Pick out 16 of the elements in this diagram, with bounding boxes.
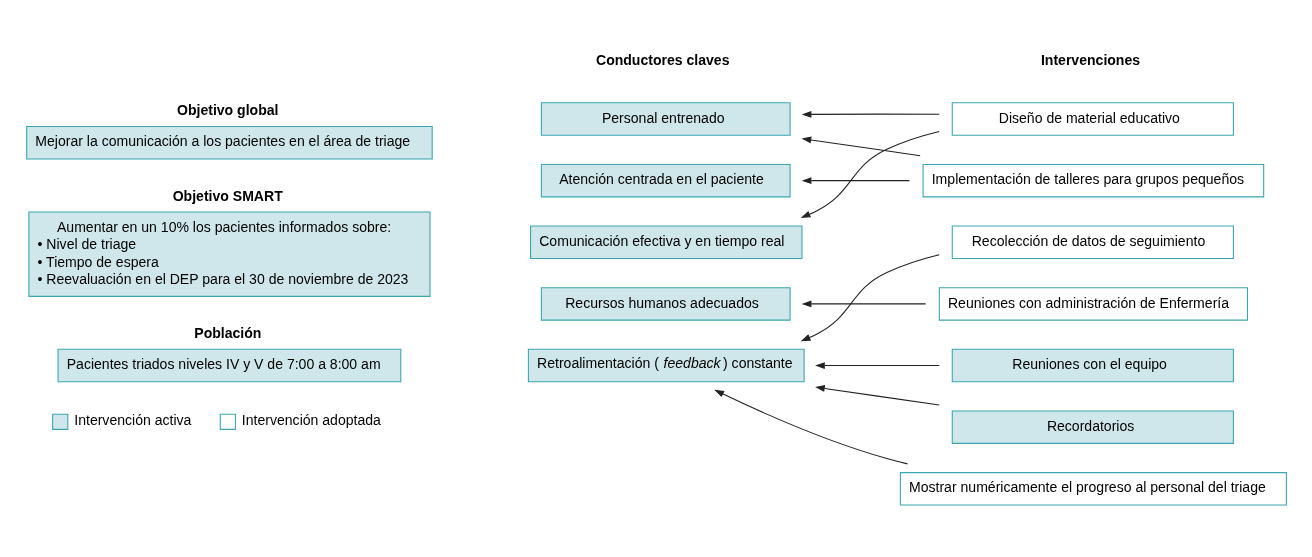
- arrow: [800, 254, 940, 342]
- legend-label: Intervención adoptada: [241, 412, 381, 429]
- node-label: Objetivo SMART: [172, 187, 283, 204]
- legend-label: Intervención activa: [74, 412, 192, 429]
- arrow: [815, 362, 940, 369]
- arrow: [801, 136, 921, 157]
- arrow: [801, 300, 927, 308]
- node-label: Población: [194, 324, 262, 341]
- arrow: [815, 385, 940, 406]
- arrow: [801, 177, 910, 185]
- node-label: Objetivo global: [177, 102, 279, 119]
- label: Intervenciones: [1040, 52, 1141, 69]
- arrow: [800, 131, 940, 218]
- label: Conductores claves: [595, 52, 730, 69]
- arrow: [801, 110, 940, 118]
- arrow: [714, 389, 909, 465]
